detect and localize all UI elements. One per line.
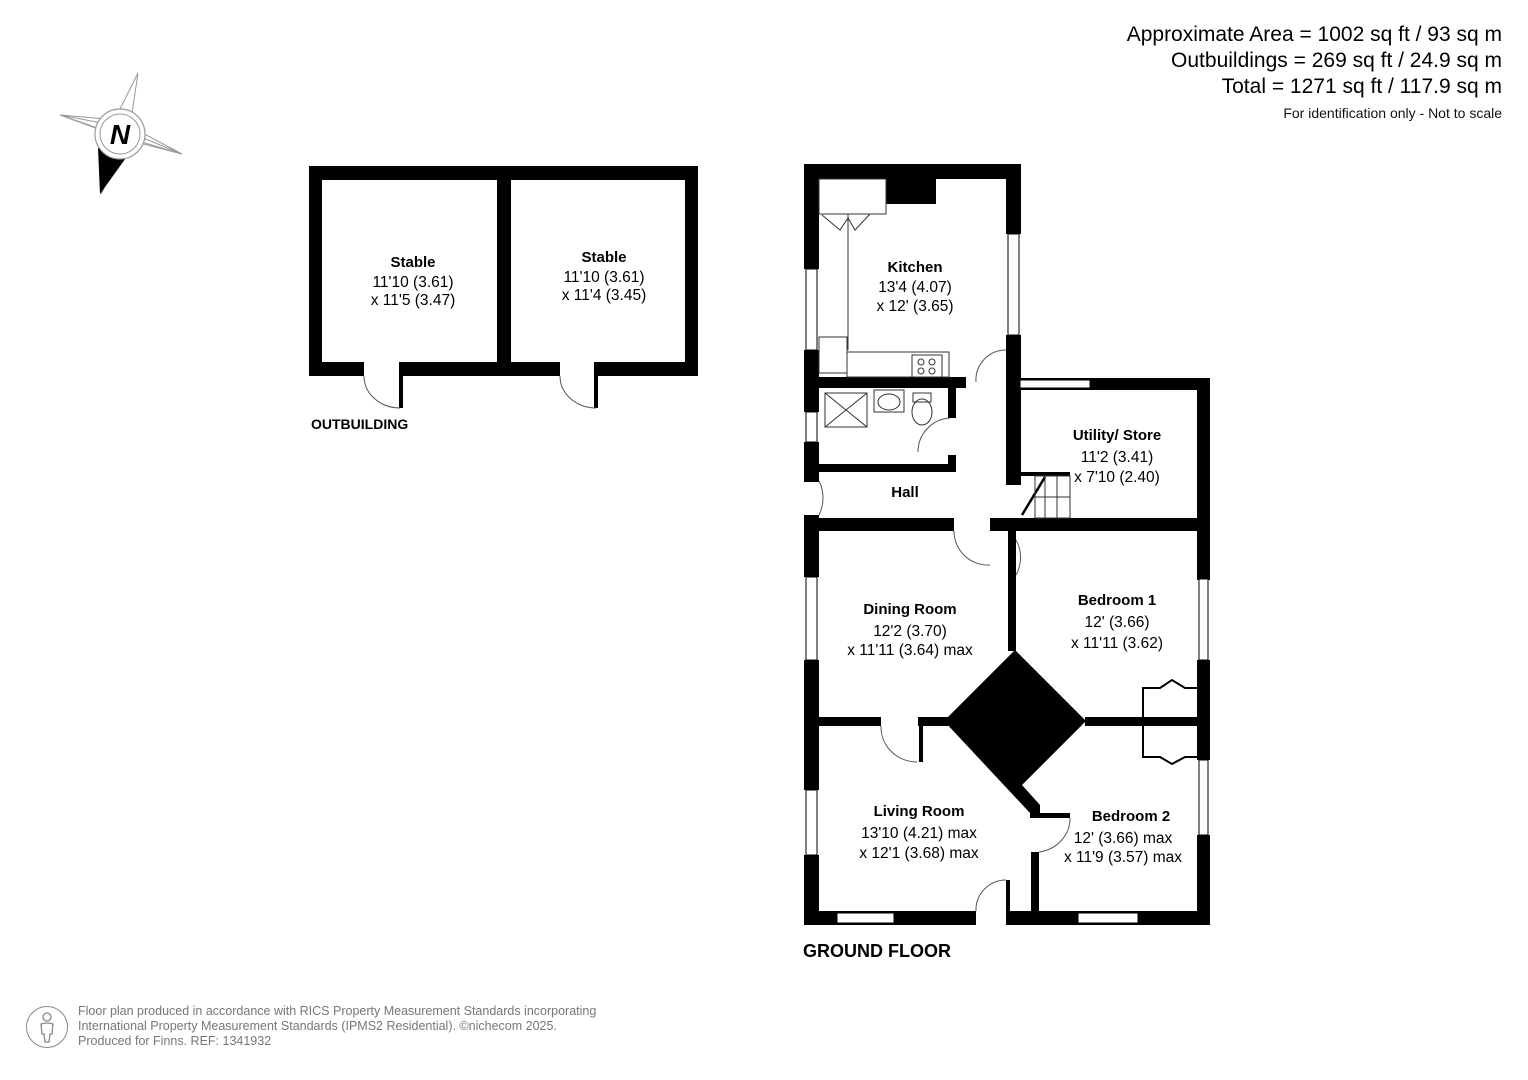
svg-text:13'10 (4.21) max: 13'10 (4.21) max <box>861 825 977 842</box>
ground-floor-label: GROUND FLOOR <box>803 941 951 961</box>
room-kitchen: Kitchen 13'4 (4.07) x 12' (3.65) <box>876 259 953 315</box>
svg-text:x 11'9 (3.57) max: x 11'9 (3.57) max <box>1064 849 1182 866</box>
footer-line-2: International Property Measurement Stand… <box>78 1019 557 1033</box>
svg-text:x 12'1 (3.68) max: x 12'1 (3.68) max <box>859 845 979 862</box>
room-living: Living Room 13'10 (4.21) max x 12'1 (3.6… <box>859 803 979 862</box>
svg-text:Stable: Stable <box>390 254 435 271</box>
stable-2: Stable 11'10 (3.61) x 11'4 (3.45) <box>562 249 647 304</box>
svg-text:Kitchen: Kitchen <box>887 259 942 276</box>
footer-line-1: Floor plan produced in accordance with R… <box>78 1004 597 1018</box>
svg-text:Dining Room: Dining Room <box>863 601 956 618</box>
svg-text:Utility/ Store: Utility/ Store <box>1073 427 1161 444</box>
svg-text:12'2 (3.70): 12'2 (3.70) <box>873 623 947 640</box>
room-utility-store: Utility/ Store 11'2 (3.41) x 7'10 (2.40) <box>1073 427 1161 486</box>
svg-text:12' (3.66) max: 12' (3.66) max <box>1074 830 1173 847</box>
person-icon <box>26 1006 68 1048</box>
svg-text:11'10 (3.61): 11'10 (3.61) <box>372 274 453 291</box>
outbuilding <box>309 166 698 409</box>
svg-text:Bedroom 2: Bedroom 2 <box>1092 808 1170 825</box>
svg-text:13'4 (4.07): 13'4 (4.07) <box>878 279 952 296</box>
stable-1: Stable 11'10 (3.61) x 11'5 (3.47) <box>371 254 456 309</box>
scale-note: For identification only - Not to scale <box>1283 105 1502 121</box>
footer-line-3: Produced for Finns. REF: 1341932 <box>78 1034 272 1048</box>
svg-text:11'10 (3.61): 11'10 (3.61) <box>563 269 644 286</box>
svg-text:Hall: Hall <box>891 484 919 501</box>
room-hall: Hall <box>891 484 919 501</box>
area-summary: Approximate Area = 1002 sq ft / 93 sq m … <box>1127 22 1502 123</box>
svg-text:Bedroom 1: Bedroom 1 <box>1078 592 1156 609</box>
doors <box>818 349 1071 912</box>
ground-floor-walls <box>804 164 1210 925</box>
approximate-area: Approximate Area = 1002 sq ft / 93 sq m <box>1126 23 1502 46</box>
svg-text:x 11'5 (3.47): x 11'5 (3.47) <box>371 292 456 309</box>
svg-text:11'2 (3.41): 11'2 (3.41) <box>1081 449 1153 466</box>
room-bedroom-2: Bedroom 2 12' (3.66) max x 11'9 (3.57) m… <box>1064 808 1182 866</box>
room-dining: Dining Room 12'2 (3.70) x 11'11 (3.64) m… <box>847 601 973 659</box>
svg-text:x 11'4 (3.45): x 11'4 (3.45) <box>562 287 647 304</box>
windows <box>805 233 1209 924</box>
svg-text:Stable: Stable <box>581 249 626 266</box>
room-bedroom-1: Bedroom 1 12' (3.66) x 11'11 (3.62) <box>1071 592 1163 652</box>
outbuildings-area: Outbuildings = 269 sq ft / 24.9 sq m <box>1171 49 1502 72</box>
outbuilding-label: OUTBUILDING <box>311 416 408 432</box>
svg-text:x 12' (3.65): x 12' (3.65) <box>876 298 953 315</box>
svg-text:12' (3.66): 12' (3.66) <box>1085 614 1150 631</box>
svg-text:Living Room: Living Room <box>874 803 965 820</box>
svg-text:x 11'11 (3.62): x 11'11 (3.62) <box>1071 635 1163 652</box>
svg-text:x 11'11 (3.64) max: x 11'11 (3.64) max <box>847 642 973 659</box>
total-area: Total = 1271 sq ft / 117.9 sq m <box>1221 75 1502 98</box>
fixtures <box>818 178 1197 766</box>
north-compass-icon: N <box>59 72 183 195</box>
svg-text:N: N <box>110 119 131 150</box>
svg-text:x 7'10 (2.40): x 7'10 (2.40) <box>1074 469 1160 486</box>
